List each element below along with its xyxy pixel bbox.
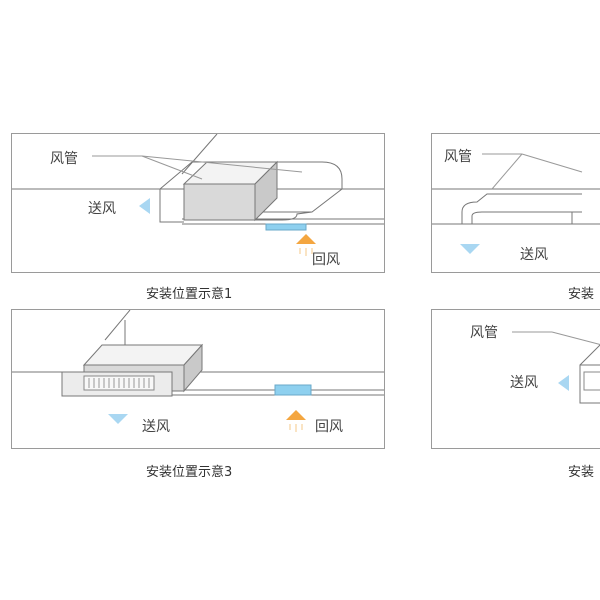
return-arrow-icon-3 [286, 410, 306, 420]
supply-air-label: 送风 [88, 201, 116, 217]
supply-arrow-icon-2 [460, 244, 480, 254]
duct-label-2: 风管 [444, 149, 472, 165]
supply-air-label-2: 送风 [520, 247, 548, 263]
panel-1-drawing [12, 134, 384, 256]
panel-2-drawing [432, 153, 600, 254]
supply-arrow-icon-3 [108, 414, 128, 424]
panel-1: 风管 送风 回风 [11, 133, 385, 273]
caption-2: 安装 [568, 287, 595, 302]
duct-label: 风管 [50, 151, 78, 167]
caption-4: 安装 [568, 465, 595, 480]
return-air-label: 回风 [312, 252, 340, 268]
return-arrow-icon [296, 234, 316, 244]
return-grille-3 [274, 384, 312, 396]
supply-arrow-icon [139, 198, 150, 214]
panel-3-drawing [12, 310, 384, 432]
caption-1: 安装位置示意1 [146, 287, 233, 302]
supply-air-label-4: 送风 [510, 375, 538, 391]
caption-3: 安装位置示意3 [146, 465, 233, 480]
supply-air-label-3: 送风 [142, 419, 170, 435]
panel-4: 风管 送风 [431, 309, 600, 449]
panel-4-drawing [512, 331, 600, 404]
return-air-label-3: 回风 [315, 419, 343, 435]
supply-arrow-icon-4 [558, 375, 569, 391]
supply-grille [83, 375, 155, 391]
return-grille [265, 223, 307, 231]
duct-label-4: 风管 [470, 325, 498, 341]
panel-3: 送风 回风 [11, 309, 385, 449]
panel-2: 风管 送风 [431, 133, 600, 273]
